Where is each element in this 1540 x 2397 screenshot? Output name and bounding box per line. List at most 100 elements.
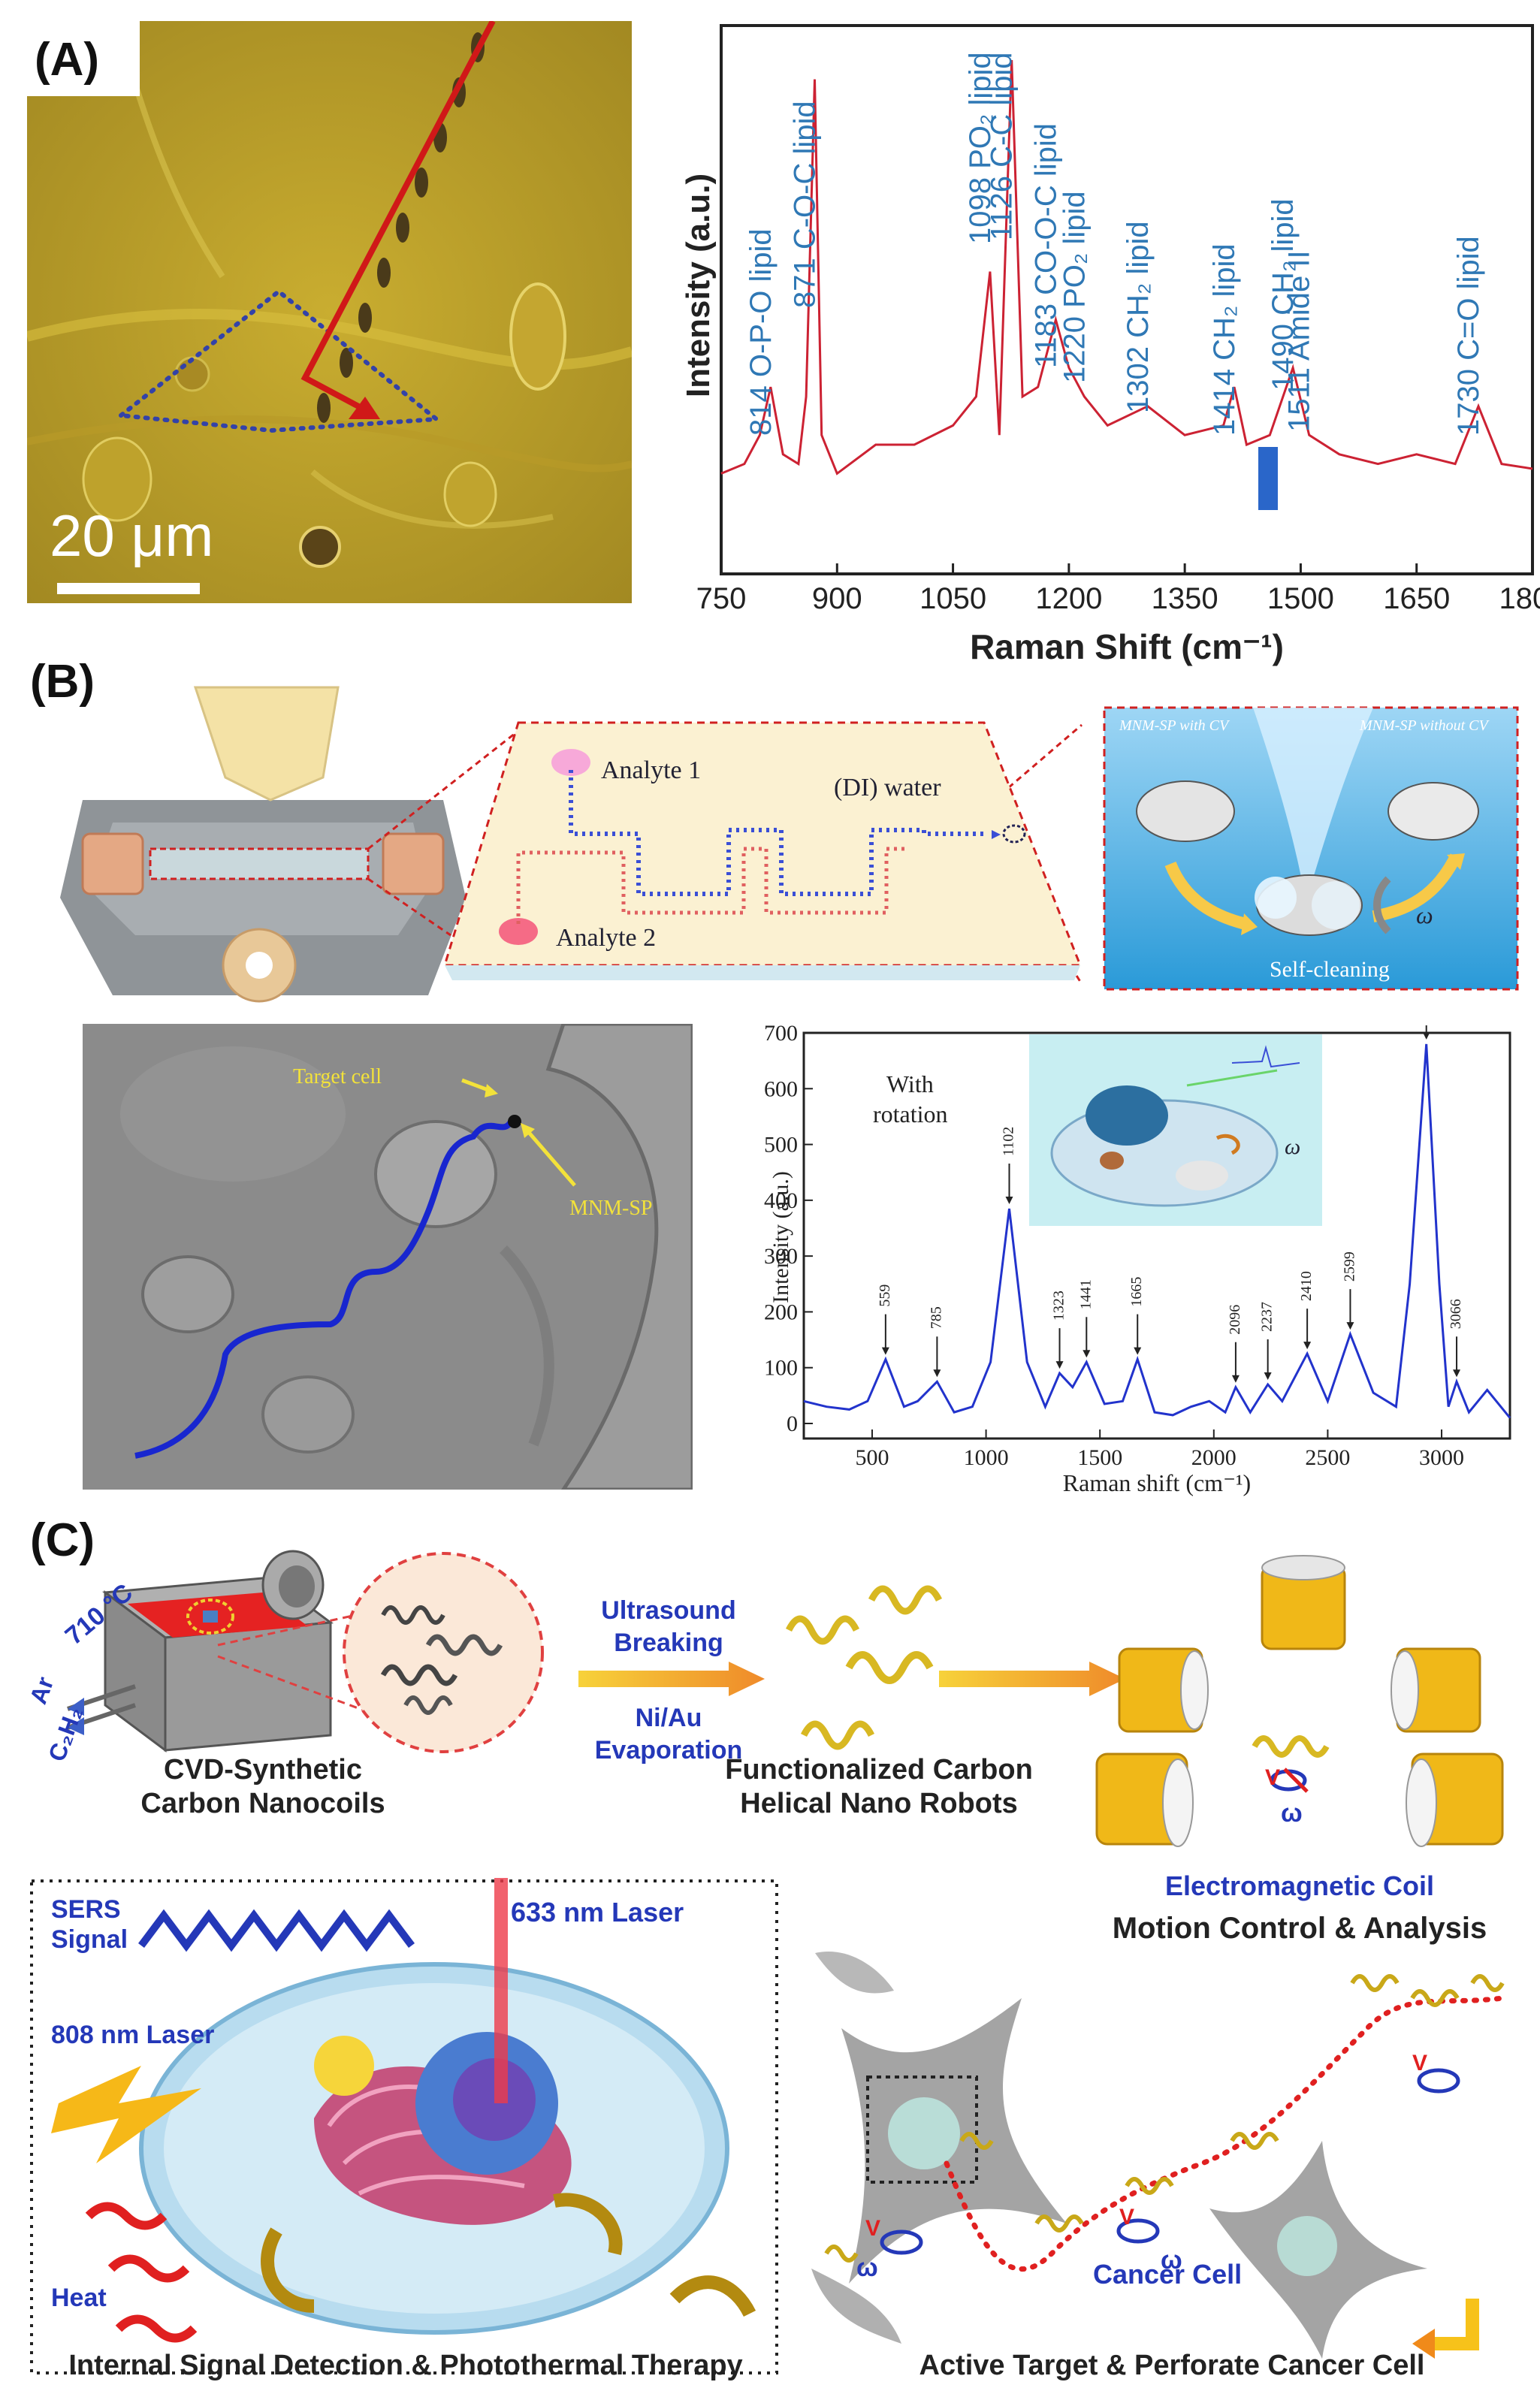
peak-label-7: 2237 xyxy=(1259,1302,1276,1332)
coil-w-label: ω xyxy=(1281,1799,1303,1828)
spectrum-a-line xyxy=(720,59,1533,475)
peak-label-3: 1323 xyxy=(1051,1291,1067,1321)
functionalized-label-1: Functionalized Carbon xyxy=(725,1754,1033,1786)
peak-arrowhead-0 xyxy=(881,1347,889,1355)
self-cleaning-label: Self-cleaning xyxy=(1270,957,1390,982)
cell-v-label-2: V xyxy=(1119,2205,1135,2229)
x-tick-label-0: 750 xyxy=(696,582,747,615)
peak-label-0: 559 xyxy=(877,1285,893,1307)
peak-arrowhead-4 xyxy=(1083,1350,1091,1358)
y-tick-label-3: 300 xyxy=(764,1244,798,1269)
cell-tracking-micrograph xyxy=(83,1024,693,1490)
peak-label-1: 785 xyxy=(928,1306,944,1329)
peak-label-6: 2096 xyxy=(1227,1305,1243,1335)
coil-left-upper xyxy=(1118,1647,1209,1733)
peak-arrowhead-5 xyxy=(1134,1347,1142,1355)
cvd-label-1: CVD-Synthetic xyxy=(164,1754,362,1786)
heat-label: Heat xyxy=(51,2284,107,2312)
y-tick-label-2: 200 xyxy=(764,1300,798,1324)
niau-label: Ni/Au xyxy=(635,1704,702,1732)
active-target-label: Active Target & Perforate Cancer Cell xyxy=(919,2350,1425,2381)
di-water-label: (DI) water xyxy=(834,774,941,802)
peak-arrowhead-6 xyxy=(1231,1375,1240,1383)
peak-arrowhead-3 xyxy=(1055,1361,1064,1369)
x-tick-label-4: 2500 xyxy=(1305,1445,1350,1470)
peak-arrowhead-10 xyxy=(1422,1031,1430,1040)
x-tick-label-7: 1800 xyxy=(1499,582,1540,615)
peak-label-5: 1665 xyxy=(1128,1277,1145,1307)
peak-label-4: 1441 xyxy=(1077,1279,1094,1309)
omega-label-b: ω xyxy=(1416,901,1433,928)
peak-arrowhead-11 xyxy=(1453,1369,1461,1378)
cell-w-label-2: ω xyxy=(1161,2246,1182,2275)
peak-label-10: 1730 C=O lipid xyxy=(1452,236,1485,436)
analyte-1-label: Analyte 1 xyxy=(601,756,702,784)
peak-arrowhead-8 xyxy=(1303,1342,1312,1350)
cancer-cell-targeting xyxy=(811,1952,1505,2359)
spectrum-b-line xyxy=(803,1043,1511,1419)
process-arrow-1 xyxy=(578,1662,765,1696)
coil-left-lower xyxy=(1095,1752,1194,1847)
coil-top xyxy=(1261,1555,1346,1650)
analyte-2-label: Analyte 2 xyxy=(556,924,657,952)
microfluidic-chip xyxy=(443,721,1082,980)
sers-label-1: SERS xyxy=(51,1895,121,1924)
inset-omega: ω xyxy=(1285,1134,1301,1159)
x-tick-label-4: 1350 xyxy=(1152,582,1218,615)
peak-label-8: 1490 CH₂ lipid xyxy=(1267,198,1300,391)
x-tick-label-2: 1500 xyxy=(1077,1445,1122,1470)
process-arrow-2 xyxy=(939,1662,1125,1696)
panel-b-ylabel: Intensity (a.u.) xyxy=(768,1171,793,1303)
peak-arrowhead-2 xyxy=(1005,1197,1013,1204)
x-tick-label-5: 1500 xyxy=(1267,582,1334,615)
intracellular-illustration xyxy=(30,1878,778,2374)
peak-label-9: 1511 Amide II xyxy=(1283,250,1316,432)
coil-right-lower xyxy=(1406,1752,1504,1847)
rotation-label: rotation xyxy=(873,1100,948,1128)
with-label: With xyxy=(886,1070,934,1097)
x-tick-label-1: 900 xyxy=(812,582,862,615)
peak-label-0: 814 O-P-O lipid xyxy=(744,228,778,436)
x-tick-label-6: 1650 xyxy=(1383,582,1450,615)
panel-a-chart: 750900105012001350150016501800 814 O-P-O… xyxy=(696,24,1540,615)
panel-a-label: (A) xyxy=(35,34,100,86)
internal-signal-label: Internal Signal Detection & Photothermal… xyxy=(68,2350,743,2381)
peak-label-1: 871 C-O-C lipid xyxy=(788,101,821,308)
electromagnetic-coil-label: Electromagnetic Coil xyxy=(1164,1870,1435,1901)
magnetic-device-illustration xyxy=(60,686,466,1003)
x-tick-label-3: 2000 xyxy=(1191,1445,1237,1470)
cell-v-label-3: V xyxy=(1412,2051,1428,2075)
panel-b-xlabel: Raman shift (cm⁻¹) xyxy=(1062,1469,1252,1496)
cell-v-label-1: V xyxy=(865,2216,881,2241)
panel-a-micrograph xyxy=(27,21,632,603)
panel-b-label: (B) xyxy=(30,656,95,708)
x-tick-label-0: 500 xyxy=(855,1445,889,1470)
peak-arrowhead-7 xyxy=(1264,1372,1272,1380)
cvd-label-2: Carbon Nanocoils xyxy=(140,1788,385,1819)
evaporation-label: Evaporation xyxy=(594,1736,743,1765)
y-tick-label-6: 600 xyxy=(764,1076,798,1101)
functionalized-label-2: Helical Nano Robots xyxy=(740,1788,1018,1819)
peak-label-7: 1414 CH₂ lipid xyxy=(1208,243,1241,436)
cancer-cell-label: Cancer Cell xyxy=(1093,2259,1243,2290)
y-tick-label-0: 0 xyxy=(787,1411,798,1436)
with-cv-label: MNM-SP with CV xyxy=(1119,717,1229,734)
coil-right-upper xyxy=(1391,1647,1481,1733)
peak-label-3: 1126 C-C lipid xyxy=(986,53,1019,241)
x-tick-label-2: 1050 xyxy=(919,582,986,615)
peak-label-8: 2410 xyxy=(1298,1271,1315,1301)
panel-a-x-ticks: 750900105012001350150016501800 xyxy=(696,563,1540,615)
scalebar-label: 20 μm xyxy=(50,503,214,569)
y-tick-label-4: 400 xyxy=(764,1188,798,1213)
target-cell-label: Target cell xyxy=(293,1065,382,1088)
without-cv-label: MNM-SP without CV xyxy=(1360,717,1488,734)
panel-c-label: (C) xyxy=(30,1514,95,1566)
laser-808-label: 808 nm Laser xyxy=(51,2021,215,2049)
peak-arrowhead-9 xyxy=(1346,1322,1354,1330)
x-tick-label-5: 3000 xyxy=(1419,1445,1464,1470)
mnm-sp-label: MNM-SP xyxy=(569,1197,653,1220)
